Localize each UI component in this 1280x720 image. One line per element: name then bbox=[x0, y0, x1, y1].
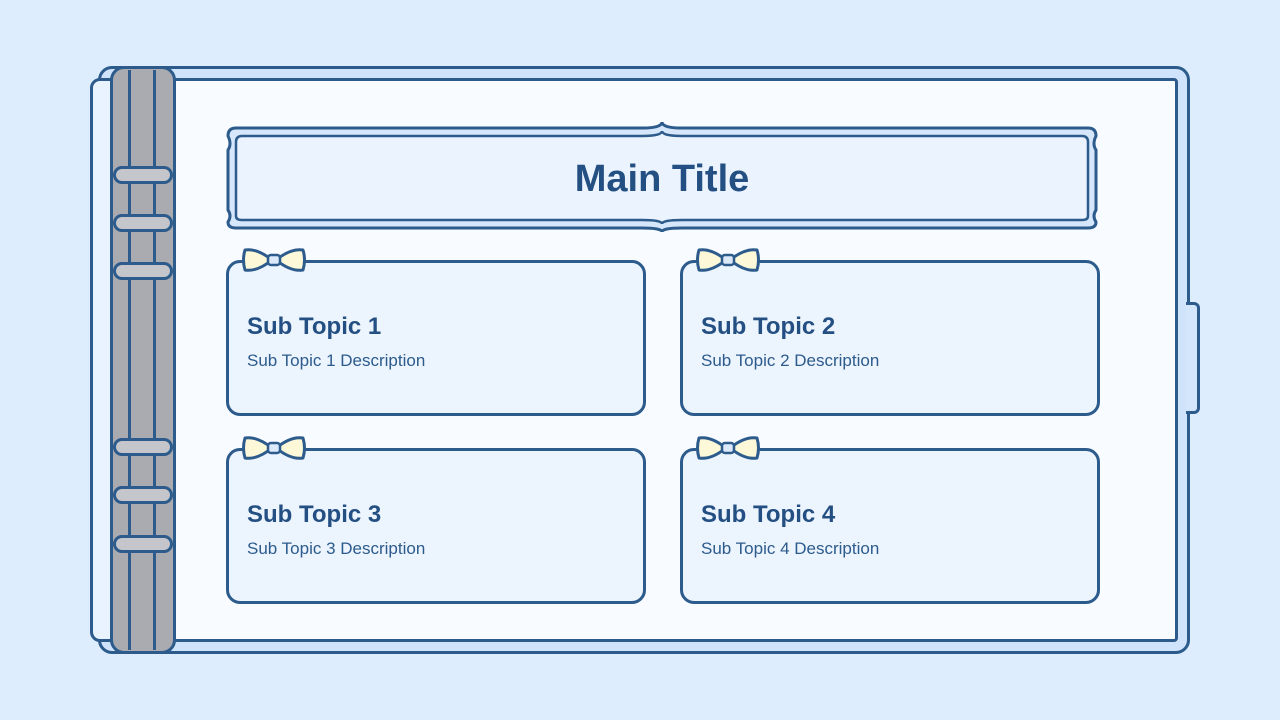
binder-spine-inner bbox=[128, 70, 156, 650]
binder-ring bbox=[113, 486, 173, 504]
bow-icon bbox=[242, 248, 306, 272]
card-description: Sub Topic 1 Description bbox=[247, 351, 426, 370]
sub-topic-card-4: Sub Topic 4 Sub Topic 4 Description bbox=[680, 448, 1100, 604]
binder-side-tab bbox=[1186, 302, 1200, 414]
bow-icon bbox=[696, 248, 760, 272]
card-title: Sub Topic 1 bbox=[247, 313, 382, 340]
bow-icon bbox=[696, 436, 760, 460]
sub-topic-card-3: Sub Topic 3 Sub Topic 3 Description bbox=[226, 448, 646, 604]
binder-ring bbox=[113, 166, 173, 184]
title-frame bbox=[226, 121, 1098, 233]
sub-topic-card-2: Sub Topic 2 Sub Topic 2 Description bbox=[680, 260, 1100, 416]
binder-ring bbox=[113, 438, 173, 456]
card-description: Sub Topic 3 Description bbox=[247, 539, 426, 558]
card-title: Sub Topic 4 bbox=[701, 501, 836, 528]
binder-ring bbox=[113, 535, 173, 553]
card-description: Sub Topic 4 Description bbox=[701, 539, 880, 558]
binder-ring bbox=[113, 262, 173, 280]
card-title: Sub Topic 3 bbox=[247, 501, 382, 528]
bow-icon bbox=[242, 436, 306, 460]
card-description: Sub Topic 2 Description bbox=[701, 351, 880, 370]
binder-ring bbox=[113, 214, 173, 232]
card-title: Sub Topic 2 bbox=[701, 313, 836, 340]
sub-topic-card-1: Sub Topic 1 Sub Topic 1 Description bbox=[226, 260, 646, 416]
main-title: Main Title bbox=[574, 157, 750, 200]
